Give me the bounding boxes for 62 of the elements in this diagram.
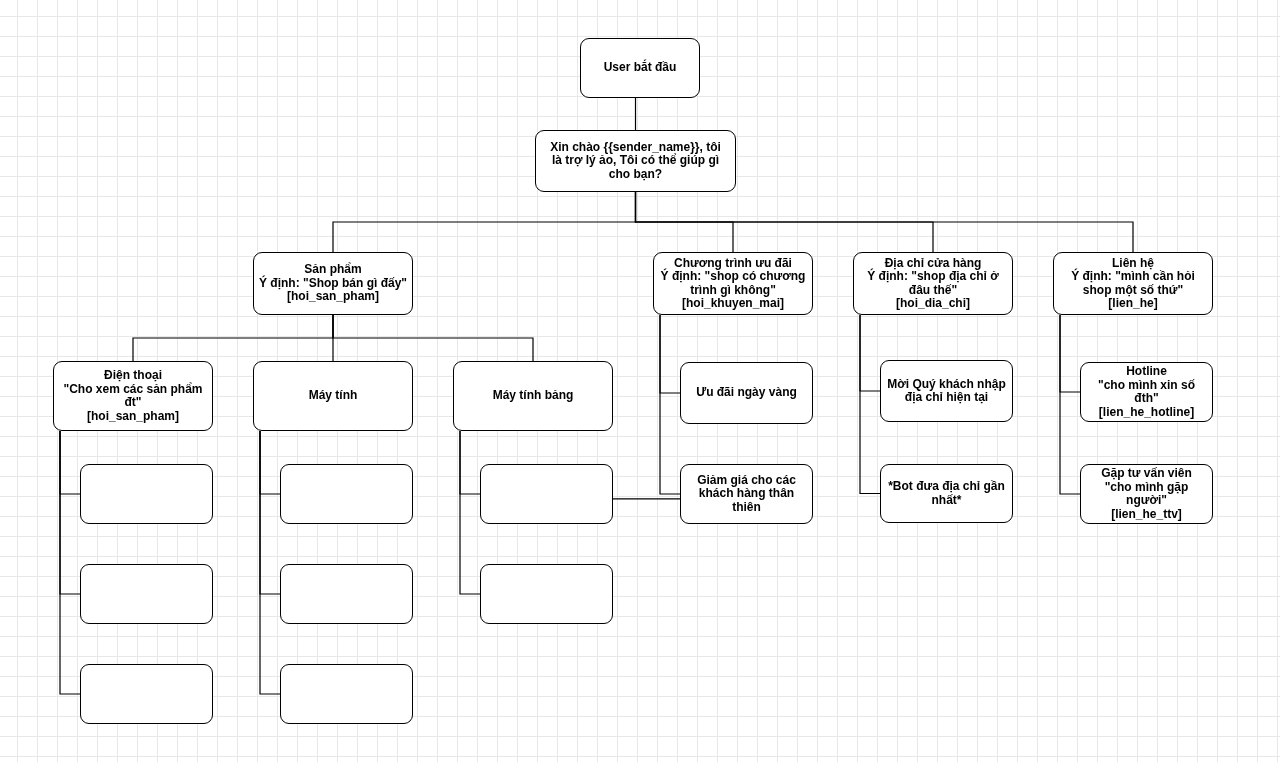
process-box <box>853 252 1013 315</box>
node-text: [lien_he] <box>1108 297 1158 311</box>
node-text: [hoi_san_pham] <box>87 409 179 423</box>
node-text: Hotline <box>1126 365 1167 379</box>
node-text: Ý định: "Shop bán gì đấy" <box>258 276 407 291</box>
node-text: Xin chào {{sender_name}}, tôi là trợ lý ảo, Tôi có thể giúp gì cho bạn? <box>550 140 721 182</box>
empty-box <box>280 464 413 524</box>
node-text: Ý định: "shop có chương trình gì không" <box>659 270 807 297</box>
process-box <box>680 464 813 524</box>
node-text: [lien_he_hotline] <box>1098 405 1195 419</box>
node-text: [hoi_dia_chi] <box>896 297 970 311</box>
process-box <box>253 252 413 315</box>
node-text: "Cho xem các sản phẩm đt" <box>62 382 204 410</box>
connector-line <box>859 314 881 495</box>
node-text: "cho mình xin số đth" <box>1097 378 1196 406</box>
connector-line <box>459 430 481 595</box>
empty-box <box>480 464 613 524</box>
node-text: Giảm giá cho các khách hàng thân thiên <box>696 473 797 515</box>
node-text: Điện thoại <box>104 369 162 383</box>
connector-line <box>634 191 1134 253</box>
process-box <box>453 361 613 431</box>
node-text: Máy tính bảng <box>492 389 574 403</box>
process-box <box>880 360 1013 422</box>
empty-box <box>280 664 413 724</box>
process-box <box>253 361 413 431</box>
connector-line <box>1059 314 1081 495</box>
connector-line <box>634 97 637 131</box>
empty-box <box>80 464 213 524</box>
process-box <box>535 130 736 192</box>
node-text: Máy tính <box>308 389 358 403</box>
connector-line <box>659 314 681 495</box>
empty-box <box>80 664 213 724</box>
connector-line <box>59 430 81 695</box>
node-text: Sản phẩm <box>304 263 362 277</box>
connector-line <box>332 314 534 362</box>
empty-box <box>480 564 613 624</box>
node-text: Ý định: "mình cần hỏi shop một số thứ" <box>1070 270 1196 297</box>
connector-line <box>259 430 281 695</box>
node-text: Chương trình ưu đãi <box>674 256 792 270</box>
node-text: [lien_he_ttv] <box>1111 507 1182 521</box>
node-text: Ưu đãi ngày vàng <box>696 386 797 400</box>
node-text: Gặp tư vấn viên <box>1101 467 1192 481</box>
node-text: Liên hệ <box>1112 256 1154 270</box>
node-text: [hoi_san_pham] <box>287 290 379 304</box>
empty-box <box>80 564 213 624</box>
node-text: Địa chỉ cửa hàng <box>884 256 982 270</box>
connector-line <box>612 498 681 500</box>
process-box <box>1053 252 1213 315</box>
node-text: User bắt đầu <box>603 61 677 75</box>
process-box <box>1080 362 1213 422</box>
node-text: Ý định: "shop địa chỉ ở đâu thế" <box>866 270 1000 297</box>
node-text: Mời Quý khách nhập địa chỉ hiện tại <box>886 377 1007 405</box>
empty-box <box>280 564 413 624</box>
node-text: "cho mình gặp người" <box>1104 480 1190 508</box>
process-box <box>580 38 700 98</box>
process-box <box>53 361 213 431</box>
process-box <box>880 464 1013 523</box>
node-text: [hoi_khuyen_mai] <box>682 297 784 311</box>
process-box <box>680 362 813 424</box>
process-box <box>653 252 813 315</box>
node-text: *Bot đưa địa chỉ gần nhất* <box>887 480 1006 507</box>
process-box <box>1080 464 1213 524</box>
